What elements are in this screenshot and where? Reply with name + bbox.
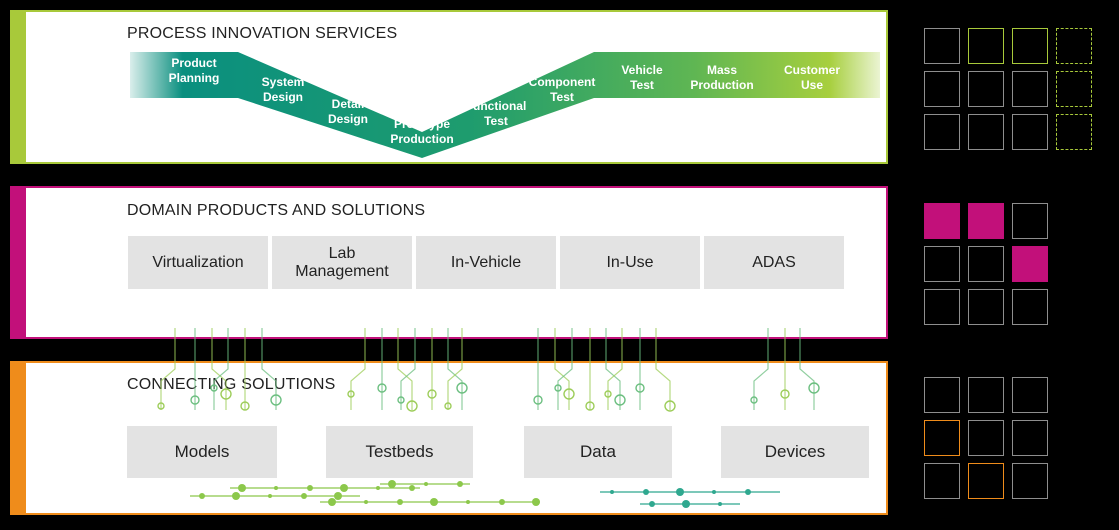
connecting-title: CONNECTING SOLUTIONS [127,376,336,393]
connecting-box-label: Models [174,442,230,461]
grid-cell [924,114,960,150]
connecting-box-models[interactable]: Models [127,426,277,478]
grid-cell [924,420,960,456]
connecting-solutions-panel: CONNECTING SOLUTIONS Models Testbeds Dat… [10,361,888,515]
grid-cell [1012,289,1048,325]
domain-box-virtualization[interactable]: Virtualization [128,236,268,289]
grid-cell [1012,377,1048,413]
connecting-box-testbeds[interactable]: Testbeds [326,426,473,478]
domain-box-adas[interactable]: ADAS [704,236,844,289]
grid-cell [1012,114,1048,150]
grid-cell [1012,463,1048,499]
grid-cell [924,377,960,413]
connecting-accent-bar [12,363,26,513]
grid-cell [968,289,1004,325]
grid-cell [924,463,960,499]
grid-cell [924,71,960,107]
domain-title: DOMAIN PRODUCTS AND SOLUTIONS [127,202,426,219]
grid-cell [924,203,960,239]
grid-cell [1012,203,1048,239]
connecting-box-label: Data [580,442,616,461]
domain-products-panel: DOMAIN PRODUCTS AND SOLUTIONS Virtualiza… [10,186,888,339]
process-title: PROCESS INNOVATION SERVICES [127,25,398,42]
grid-cell-dashed [1056,114,1092,150]
grid-cell [924,246,960,282]
grid-cell [968,203,1004,239]
grid-cell [968,246,1004,282]
grid-cell [924,28,960,64]
vee-band [130,52,880,158]
grid-cell [968,28,1004,64]
domain-box-in-vehicle[interactable]: In-Vehicle [416,236,556,289]
grid-cell [924,289,960,325]
domain-box-label: In-Use [606,253,654,271]
grid-cell [1012,28,1048,64]
grid-cell [968,377,1004,413]
connecting-box-label: Devices [764,442,826,461]
domain-box-label-line1: Lab [328,244,356,262]
connecting-box-data[interactable]: Data [524,426,672,478]
domain-accent-bar [12,188,26,337]
connecting-box-label: Testbeds [365,442,434,461]
grid-cell [1012,71,1048,107]
grid-cell [968,420,1004,456]
domain-box-in-use[interactable]: In-Use [560,236,700,289]
domain-box-label: ADAS [752,253,796,271]
grid-cell [1012,246,1048,282]
domain-box-label: In-Vehicle [450,253,522,271]
grid-cell [1012,420,1048,456]
domain-box-label: Virtualization [152,253,244,271]
grid-cell [968,114,1004,150]
grid-cell [968,463,1004,499]
process-accent-bar [12,12,26,162]
grid-cell-dashed [1056,71,1092,107]
grid-cell [968,71,1004,107]
grid-cell-dashed [1056,28,1092,64]
domain-box-label-line2: Management [295,262,389,280]
connecting-box-devices[interactable]: Devices [721,426,869,478]
